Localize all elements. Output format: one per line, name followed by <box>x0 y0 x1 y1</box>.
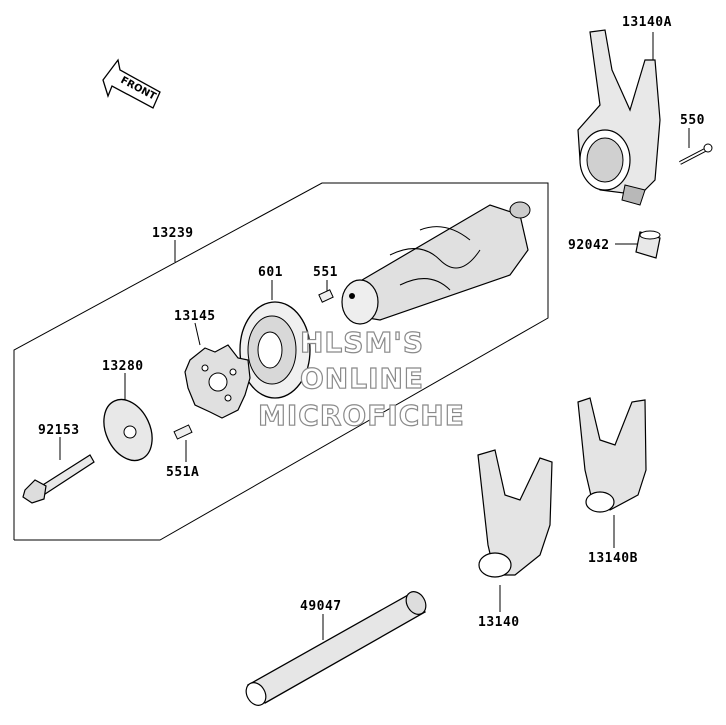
label-13280: 13280 <box>102 359 144 374</box>
fork-13140B <box>577 397 647 513</box>
bolt-92153 <box>22 454 95 504</box>
label-49047: 49047 <box>300 599 342 614</box>
label-551: 551 <box>313 265 338 280</box>
shift-drum <box>341 201 531 325</box>
leader-lines <box>59 32 690 640</box>
star-plate-13145 <box>184 344 251 419</box>
label-13140: 13140 <box>478 615 520 630</box>
label-13140B: 13140B <box>588 551 638 566</box>
front-arrow: FRONT <box>102 58 161 109</box>
label-601: 601 <box>258 265 283 280</box>
pin-551 <box>318 289 334 303</box>
label-92042: 92042 <box>568 238 610 253</box>
assembly-bracket <box>13 182 549 541</box>
pin-551A <box>173 424 193 440</box>
fork-13140A <box>577 29 661 206</box>
label-13140A: 13140A <box>622 15 672 30</box>
label-92153: 92153 <box>38 423 80 438</box>
watermark-line2: ONLINE <box>300 362 424 395</box>
bearing-601 <box>239 301 311 399</box>
label-551A: 551A <box>166 465 199 480</box>
label-13145: 13145 <box>174 309 216 324</box>
pin-550 <box>679 143 713 165</box>
watermark-line3: MICROFICHE <box>258 399 465 432</box>
fork-13140 <box>477 449 553 578</box>
shaft-49047 <box>245 591 427 706</box>
watermark-line1: HLSM'S <box>300 326 424 359</box>
label-550: 550 <box>680 113 705 128</box>
watermark: HLSM'S ONLINE MICROFICHE <box>257 325 465 432</box>
dowel-92042 <box>635 230 661 259</box>
label-13239: 13239 <box>152 226 194 241</box>
plate-13280 <box>103 398 153 462</box>
